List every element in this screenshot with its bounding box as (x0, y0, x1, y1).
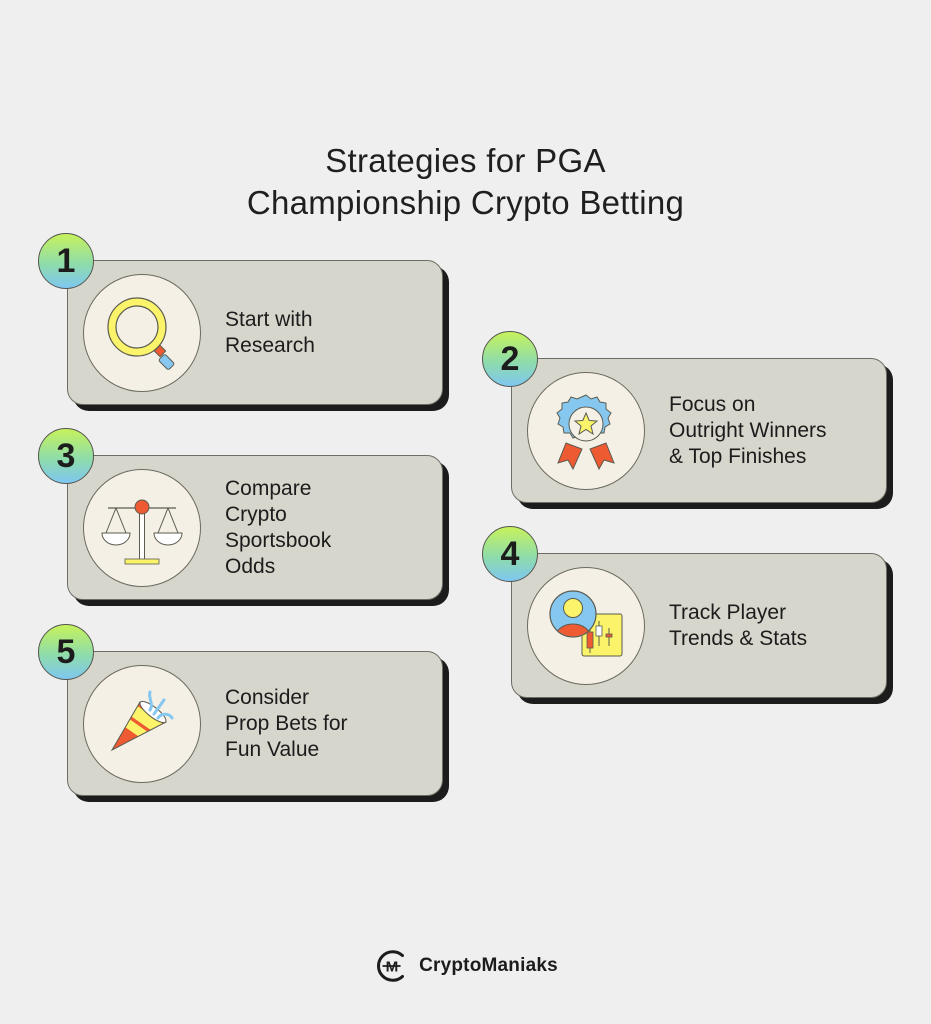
icon-circle (83, 274, 201, 392)
icon-circle (83, 665, 201, 783)
strategy-card-3: 3 Compare Crypto Sportsbook Odds (38, 428, 443, 600)
card-label: Track Player Trends & Stats (669, 600, 808, 650)
icon-circle (83, 469, 201, 587)
cryptomaniaks-logo-icon: M (377, 950, 405, 982)
card-label: Start with Research (225, 307, 315, 357)
step-number-badge: 2 (482, 331, 538, 387)
page-title: Strategies for PGA Championship Crypto B… (0, 140, 931, 224)
strategy-card-1: 1 Start with Research (38, 233, 443, 405)
step-number-badge: 4 (482, 526, 538, 582)
footer-brand: M CryptoManiaks (0, 947, 931, 985)
step-number-badge: 5 (38, 624, 94, 680)
title-line-1: Strategies for PGA (325, 142, 606, 179)
strategy-card-5: 5 Consider Prop Bets for Fun Value (38, 624, 443, 796)
magnifying-glass-icon (107, 297, 175, 370)
card-label: Compare Crypto Sportsbook Odds (225, 476, 332, 578)
award-ribbon-icon (556, 394, 615, 471)
card-label: Consider Prop Bets for Fun Value (225, 685, 348, 761)
step-number-badge: 3 (38, 428, 94, 484)
balance-scale-icon (101, 499, 183, 565)
card-label: Focus on Outright Winners & Top Finishes (669, 392, 827, 468)
step-number-badge: 1 (38, 233, 94, 289)
party-popper-icon (110, 690, 174, 752)
brand-name: CryptoManiaks (419, 955, 558, 976)
icon-circle (527, 567, 645, 685)
title-line-2: Championship Crypto Betting (246, 184, 685, 221)
icon-circle (527, 372, 645, 490)
strategy-card-4: 4 Track Player Trends & Stats (482, 526, 887, 698)
svg-text:M: M (386, 959, 399, 976)
strategy-card-2: 2 Focus on Outright Winners & Top Finish… (482, 331, 887, 503)
player-stats-chart-icon (549, 590, 623, 657)
